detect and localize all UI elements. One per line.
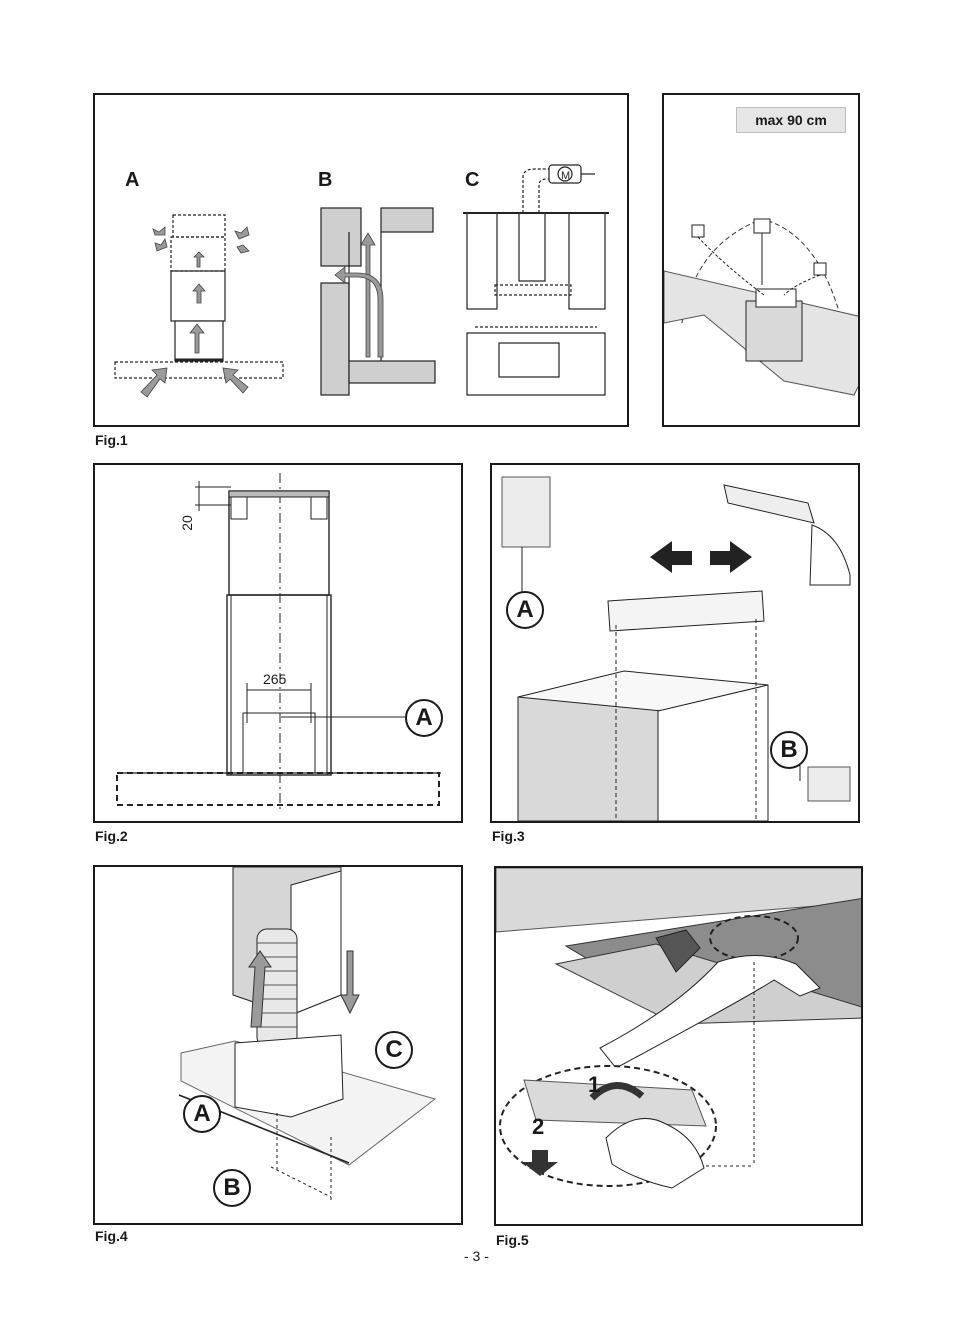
fig1-drawing: M bbox=[114, 164, 609, 398]
max-height-label: max 90 cm bbox=[736, 107, 846, 133]
fig3-caption: Fig.3 bbox=[492, 828, 525, 844]
fig4-panel: A B C bbox=[93, 865, 463, 1225]
fig2-callout-a: A bbox=[405, 699, 443, 737]
fig3-callout-b: B bbox=[770, 731, 808, 769]
fig1-b-arrows bbox=[334, 232, 384, 358]
fig2-caption: Fig.2 bbox=[95, 828, 128, 844]
fig1-motor-symbol: M bbox=[561, 170, 570, 182]
fig1-c-hood bbox=[463, 164, 609, 396]
fig1-side-panel: max 90 cm bbox=[662, 93, 860, 427]
fig1-panel: A B C bbox=[93, 93, 629, 427]
fig3-drawing bbox=[501, 476, 851, 821]
fig3-panel: A B bbox=[490, 463, 860, 823]
fig5-step-1: 1 bbox=[588, 1072, 601, 1097]
fig4-drawing bbox=[178, 867, 437, 1201]
fig1-label-b: B bbox=[318, 169, 333, 191]
page-number: - 3 - bbox=[464, 1248, 489, 1264]
fig5-panel: 1 2 bbox=[494, 866, 863, 1226]
fig5-step-2: 2 bbox=[532, 1114, 545, 1139]
fig2-panel: 20 265 A bbox=[93, 463, 463, 823]
fig1-label-c: C bbox=[465, 169, 480, 191]
fig2-dimension-top: 20 bbox=[178, 515, 195, 531]
fig4-callout-b: B bbox=[213, 1169, 251, 1207]
fig4-caption: Fig.4 bbox=[95, 1228, 128, 1244]
fig1-label-a: A bbox=[125, 169, 140, 191]
fig2-drawing bbox=[116, 473, 441, 810]
fig5-caption: Fig.5 bbox=[496, 1232, 529, 1248]
fig2-dimension-width: 265 bbox=[263, 671, 287, 687]
fig1-b-wall bbox=[320, 207, 436, 396]
fig1-a-arrows bbox=[140, 226, 250, 398]
fig1-side-drawing bbox=[664, 218, 858, 396]
fig4-callout-c: C bbox=[375, 1031, 413, 1069]
fig3-callout-a: A bbox=[506, 591, 544, 629]
fig1-caption: Fig.1 bbox=[95, 432, 128, 448]
fig5-drawing bbox=[496, 868, 861, 1189]
fig4-callout-a: A bbox=[183, 1095, 221, 1133]
